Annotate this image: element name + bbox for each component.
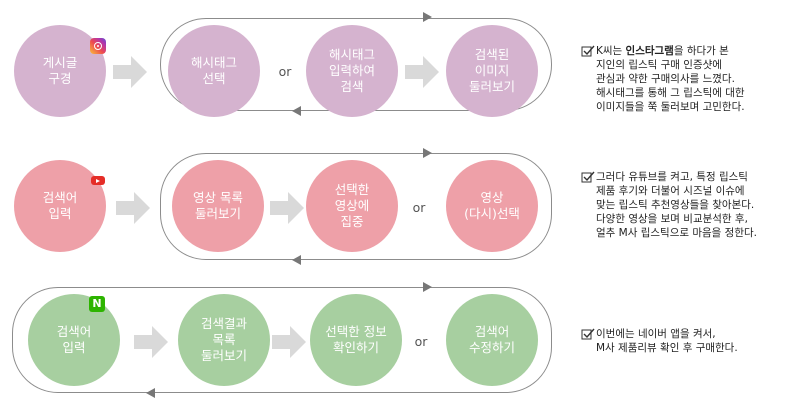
step-node-browse-results: 검색결과 목록 둘러보기: [178, 294, 270, 386]
step-arrow-icon: [113, 56, 147, 88]
step-node-browse-images: 검색된 이미지 둘러보기: [446, 25, 538, 117]
instagram-icon: [90, 38, 106, 54]
note-body: 이번에는 네이버 앱을 켜서, M사 제품리뷰 확인 후 구매한다.: [596, 328, 738, 354]
step-arrow-icon: [272, 326, 306, 358]
loop-arrow-forward-naver: [423, 282, 432, 292]
step-node-edit-keyword: 검색어 수정하기: [446, 294, 538, 386]
step-node-reselect-video: 영상 (다시)선택: [446, 160, 538, 252]
step-arrow-icon: [134, 326, 168, 358]
note-body: 을 하다가 본 지인의 립스틱 구매 인증샷에 관심과 약한 구매의사를 느꼈다…: [596, 45, 745, 113]
naver-icon: N: [89, 296, 105, 312]
loop-arrow-forward-instagram: [423, 12, 432, 22]
scenario-note-youtube: 그러다 유튜브를 켜고, 특정 립스틱 제품 후기와 더불어 시즈널 이슈에 맞…: [580, 170, 795, 240]
youtube-icon: [91, 176, 105, 185]
scenario-note-instagram: K씨는 인스타그램을 하다가 본 지인의 립스틱 구매 인증샷에 관심과 약한 …: [580, 44, 795, 114]
loop-arrow-back-instagram: [292, 106, 301, 116]
loop-arrow-forward-youtube: [423, 148, 432, 158]
loop-outline-youtube: [160, 153, 552, 260]
note-highlight: 인스타그램: [625, 45, 674, 57]
checkbox-icon: [581, 45, 595, 57]
step-node-select-hashtag: 해시태그 선택: [168, 25, 260, 117]
step-node-browse-video-list: 영상 목록 둘러보기: [172, 160, 264, 252]
loop-arrow-back-youtube: [292, 255, 301, 265]
note-lead: K씨는: [596, 45, 626, 57]
checkbox-icon: [581, 328, 595, 340]
step-arrow-icon: [405, 56, 439, 88]
or-label: or: [278, 64, 292, 79]
checkbox-icon: [581, 171, 595, 183]
step-arrow-icon: [116, 192, 150, 224]
step-node-focus-video: 선택한 영상에 집중: [306, 160, 398, 252]
note-body: 그러다 유튜브를 켜고, 특정 립스틱 제품 후기와 더불어 시즈널 이슈에 맞…: [596, 171, 757, 239]
scenario-note-naver: 이번에는 네이버 앱을 켜서, M사 제품리뷰 확인 후 구매한다.: [580, 327, 795, 355]
or-label: or: [414, 334, 428, 349]
step-node-search-hashtag: 해시태그 입력하여 검색: [306, 25, 398, 117]
start-node-enter-keyword: 검색어 입력: [14, 160, 106, 252]
step-arrow-icon: [270, 192, 304, 224]
or-label: or: [412, 200, 426, 215]
loop-outline-naver: [12, 287, 552, 393]
start-node-enter-keyword: 검색어 입력: [28, 294, 120, 386]
loop-arrow-back-naver: [146, 388, 155, 398]
step-node-check-info: 선택한 정보 확인하기: [310, 294, 402, 386]
